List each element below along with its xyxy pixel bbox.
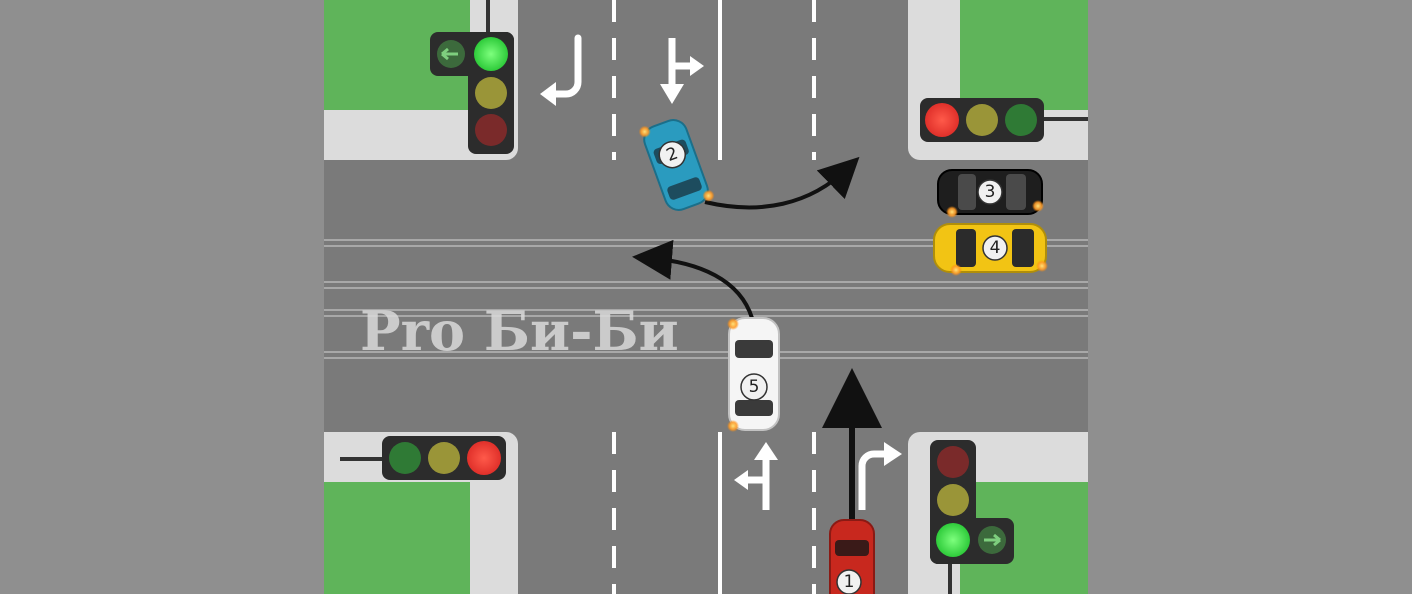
car-number-label: 5 — [749, 377, 760, 397]
lane-markings-top — [612, 0, 816, 160]
lamp-red-lit — [467, 441, 501, 475]
path-arrow-car-5 — [632, 239, 754, 319]
path-arrow-car-2 — [704, 156, 860, 210]
left-gray-panel — [0, 0, 324, 594]
car-number-label: 4 — [990, 238, 1001, 258]
lamp-green-lit — [474, 37, 508, 71]
car-number-badge — [982, 235, 1008, 261]
car-1: 1 — [829, 519, 875, 594]
lane-arrow-bottom-straight-left — [734, 442, 778, 510]
car-number-label: 3 — [985, 182, 996, 202]
traffic-light-top-right — [920, 98, 1088, 142]
car-number-label: 1 — [844, 572, 855, 592]
car-number-badge — [740, 373, 768, 401]
right-gray-panel — [1088, 0, 1412, 594]
watermark-text: Pro Би-Би — [360, 299, 679, 363]
car-5: 5 — [727, 317, 780, 432]
car-4: 4 — [933, 223, 1048, 276]
car-2: 2 — [638, 119, 715, 211]
car-3: 3 — [937, 169, 1044, 218]
car-number-badge — [836, 569, 862, 594]
lane-markings-bottom — [612, 432, 816, 594]
traffic-light-bottom-right — [930, 440, 1014, 594]
lamp-red-lit — [925, 103, 959, 137]
traffic-light-bottom-left — [340, 436, 506, 480]
lane-arrow-top-u-turn — [540, 34, 582, 106]
lane-arrow-top-straight-right — [660, 38, 704, 104]
car-number-badge — [658, 140, 686, 169]
car-number-badge — [977, 179, 1003, 205]
lane-arrow-bottom-right — [858, 442, 902, 510]
lamp-green-lit — [936, 523, 970, 557]
traffic-light-top-left — [430, 0, 514, 154]
